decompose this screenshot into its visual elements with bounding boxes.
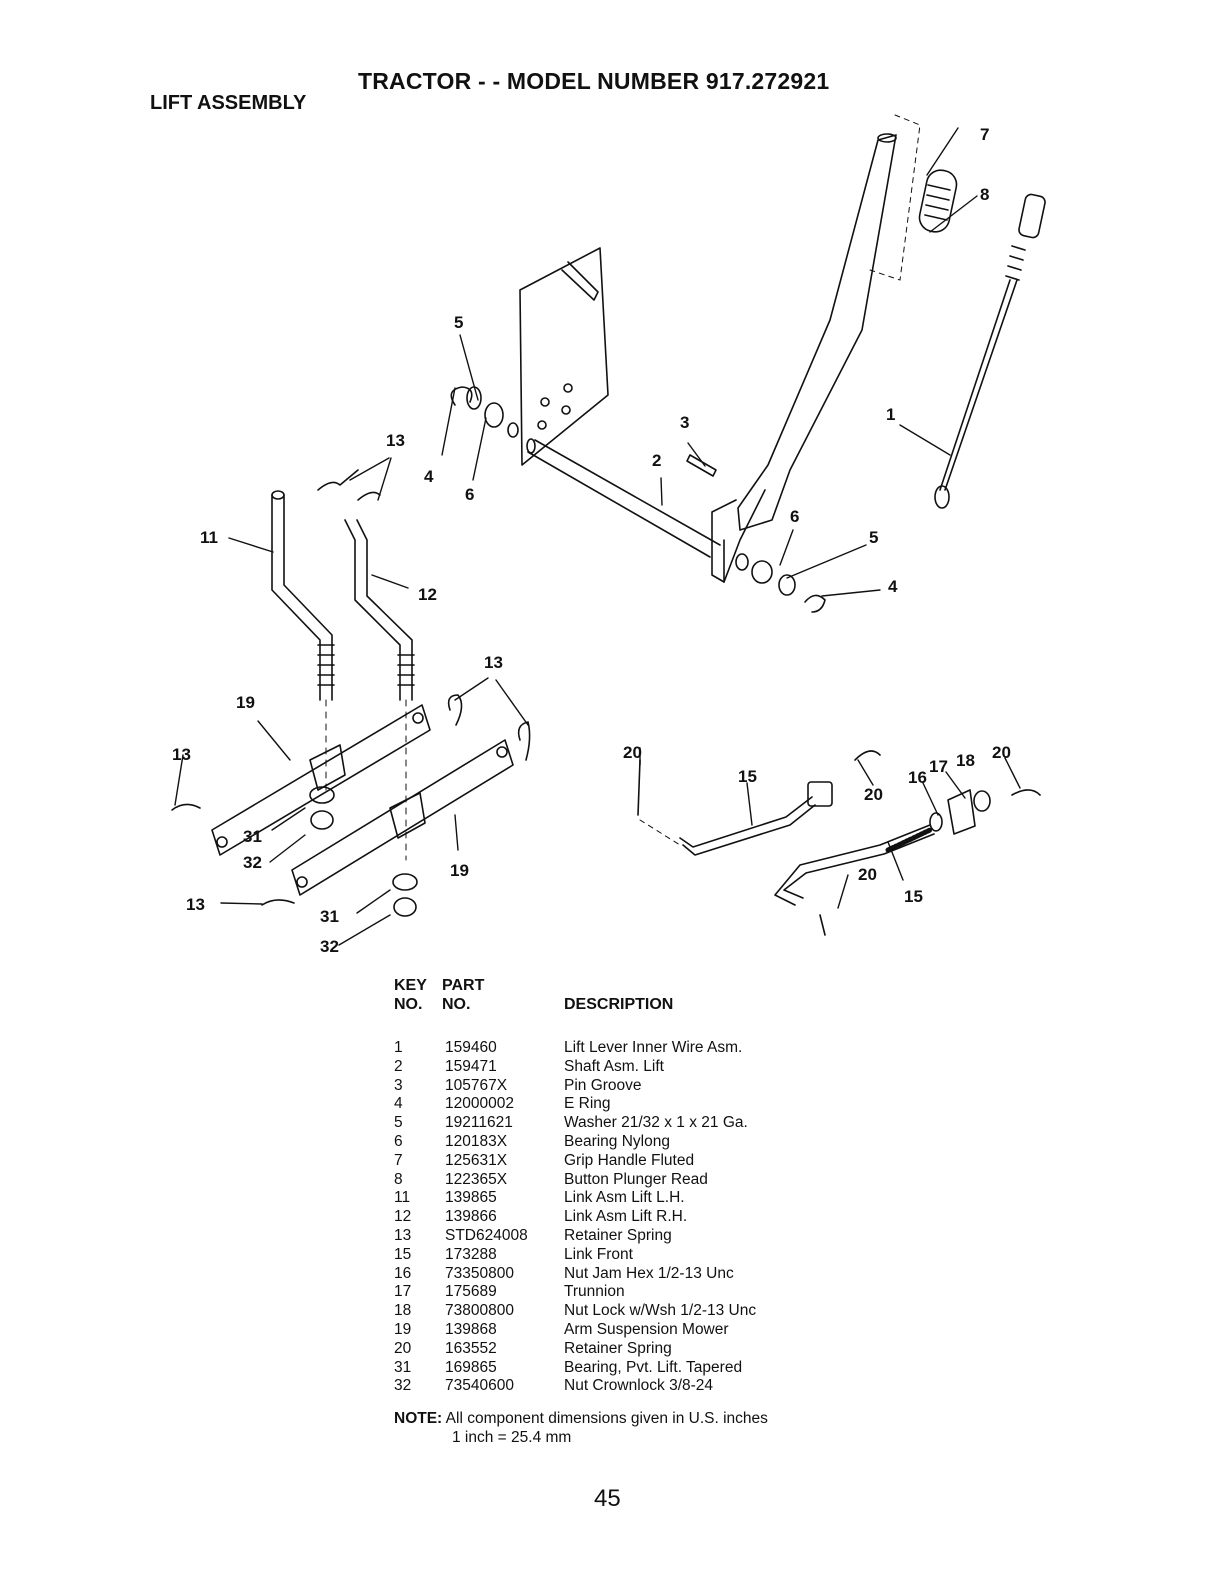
callout-32: 32 — [243, 853, 262, 872]
header-part-bottom: NO. — [442, 996, 471, 1013]
bracket-plate — [519, 247, 609, 466]
link-front-lower — [774, 824, 935, 936]
exploded-parts-diagram: 7 8 1 5 13 4 6 3 2 6 5 4 11 12 13 19 13 … — [171, 114, 1046, 956]
retainer-spring-13f — [261, 899, 295, 906]
page-number: 45 — [594, 1485, 621, 1512]
page-title: TRACTOR - - MODEL NUMBER 917.272921 — [358, 68, 830, 94]
link-front-upper — [637, 759, 833, 856]
callout-31b: 31 — [320, 907, 339, 926]
link-rh — [344, 519, 415, 701]
note-line1: All component dimensions given in U.S. i… — [445, 1410, 768, 1427]
retainer-spring-13d — [517, 721, 531, 761]
header-description: DESCRIPTION — [564, 996, 674, 1013]
callout-20b: 20 — [864, 785, 883, 804]
note-line2: 1 inch = 25.4 mm — [452, 1429, 572, 1446]
lift-shaft — [526, 438, 721, 558]
header-part-top: PART — [442, 977, 485, 994]
callout-11: 11 — [200, 528, 218, 547]
callout-6: 6 — [465, 485, 474, 504]
header-key-top: KEY — [394, 977, 427, 994]
callout-19b: 19 — [450, 861, 469, 880]
nut-32b — [393, 897, 417, 917]
callout-6b: 6 — [790, 507, 799, 526]
lift-lever — [711, 133, 897, 583]
callout-8: 8 — [980, 185, 989, 204]
callout-15: 15 — [738, 767, 757, 786]
retainer-spring-13b — [357, 491, 381, 501]
note-label: NOTE: — [394, 1410, 443, 1427]
callout-31: 31 — [243, 827, 262, 846]
inner-wire — [934, 193, 1046, 509]
callout-1: 1 — [886, 405, 895, 424]
callout-13d: 13 — [186, 895, 205, 914]
callout-labels: 7 8 1 5 13 4 6 3 2 6 5 4 11 12 13 19 13 … — [172, 125, 1011, 956]
callout-2: 2 — [652, 451, 661, 470]
callout-4b: 4 — [888, 577, 898, 596]
callout-19: 19 — [236, 693, 255, 712]
arm-suspension-upper — [211, 704, 431, 856]
trunnion-group — [854, 750, 1041, 835]
nut-32a — [310, 810, 334, 830]
callout-16: 16 — [908, 768, 927, 787]
pin-groove — [686, 454, 717, 477]
grip-handle — [918, 169, 958, 233]
header-key-bottom: NO. — [394, 996, 423, 1013]
callout-15b: 15 — [904, 887, 923, 906]
retainer-spring-13c — [447, 694, 463, 726]
callout-5b: 5 — [869, 528, 878, 547]
section-title: LIFT ASSEMBLY — [150, 92, 307, 114]
retainer-spring-13a — [317, 469, 359, 491]
callout-32b: 32 — [320, 937, 339, 956]
callout-20d: 20 — [858, 865, 877, 884]
callout-5: 5 — [454, 313, 463, 332]
callout-4: 4 — [424, 467, 434, 486]
callout-20: 20 — [623, 743, 642, 762]
callout-13c: 13 — [172, 745, 191, 764]
callout-12: 12 — [418, 585, 437, 604]
callout-17: 17 — [929, 757, 948, 776]
callout-18: 18 — [956, 751, 975, 770]
retainer-spring-13e — [171, 803, 201, 811]
right-hardware — [735, 553, 826, 613]
callout-13: 13 — [386, 431, 405, 450]
bearing-31b — [392, 873, 418, 891]
bearing-31a — [309, 786, 335, 804]
callout-13b: 13 — [484, 653, 503, 672]
callout-20c: 20 — [992, 743, 1011, 762]
link-lh — [271, 490, 335, 701]
callout-3: 3 — [680, 413, 689, 432]
arm-suspension-lower — [291, 739, 514, 896]
callout-7: 7 — [980, 125, 989, 144]
left-hardware — [450, 386, 519, 438]
leader-lines — [174, 127, 1021, 946]
note: NOTE: All component dimensions given in … — [394, 1410, 768, 1428]
